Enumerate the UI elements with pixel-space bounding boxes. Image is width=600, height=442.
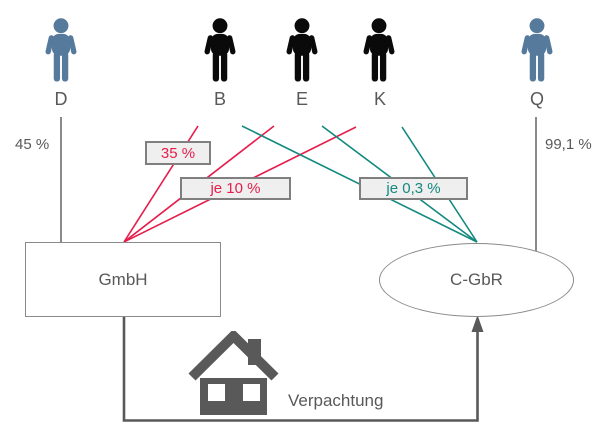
person-label-e: E [295,89,308,109]
person-icon-q [516,17,558,85]
person-icon [45,18,77,82]
person-icon-b [199,17,241,85]
share-box-je03: je 0,3 % [359,177,468,200]
arrowhead-icon [471,315,484,332]
house-icon [188,331,283,417]
person-icon [204,18,236,82]
person-icon [521,18,553,82]
share-label-d: 45 % [15,136,50,153]
person-label-b: B [213,89,226,109]
share-box-je10: je 10 % [180,177,291,200]
entity-gmbh: GmbH [25,242,221,317]
arrow-gmbh-cgbr [122,317,479,422]
person-icon-d [40,17,82,85]
share-box-je03-label: je 0,3 % [386,180,441,197]
person-label-d: D [54,89,68,109]
person-icon [363,18,395,82]
entity-gmbh-label: GmbH [98,269,148,289]
person-icon-k [358,17,400,85]
share-label-q: 99,1 % [545,136,592,153]
person-icon-e [281,17,323,85]
share-box-35: 35 % [145,141,211,165]
house-icon [188,331,279,415]
share-box-je10-label: je 10 % [210,180,261,197]
person-icon [286,18,318,82]
lease-label: Verpachtung [288,391,384,410]
entity-cgbr: C-GbR [379,243,574,317]
person-label-k: K [373,89,386,109]
person-label-q: Q [529,89,544,109]
share-box-35-label: 35 % [160,144,196,162]
entity-cgbr-label: C-GbR [450,270,503,289]
